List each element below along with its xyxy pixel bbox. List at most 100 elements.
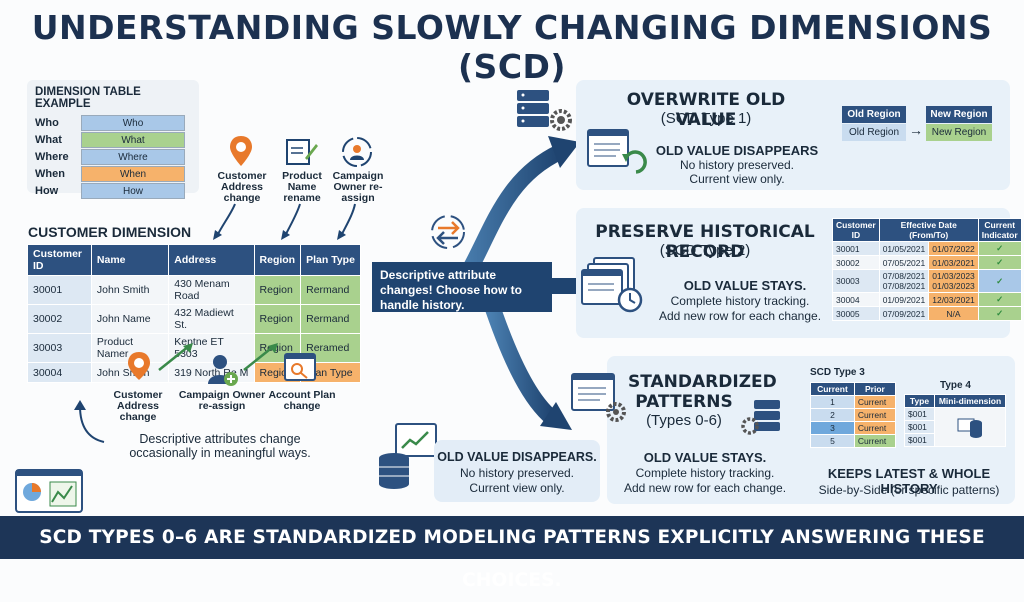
table-header-row: Customer ID Name Address Region Plan Typ…	[27, 244, 361, 276]
column-header: Mini-dimension	[934, 394, 1006, 408]
table-cell: 01/05/2021	[878, 241, 930, 256]
table-cell: 30001	[27, 275, 92, 305]
type1-subtitle: (SCD Type 1)	[660, 110, 752, 127]
dim-row-value: When	[81, 165, 185, 182]
arrow-right-icon: →	[909, 122, 923, 138]
database-chart-icon	[379, 423, 437, 489]
user-reassign-icon	[342, 137, 372, 167]
account-plan-change-label: Account Plan change	[268, 389, 336, 412]
table-cell: Current	[853, 408, 897, 422]
database-icon	[957, 418, 982, 438]
dim-row-label: When	[35, 167, 65, 180]
customer-address-change-label: Customer Address change	[217, 170, 267, 204]
column-header: Current	[810, 382, 855, 396]
table-cell: 432 Madiewt St.	[168, 304, 255, 334]
small-summary-box	[434, 440, 600, 502]
server-gear-icon	[741, 400, 780, 435]
new-region-value: New Region	[926, 124, 992, 141]
small-box-line2: Current view only.	[469, 481, 565, 495]
type2-line1: Complete history tracking.	[670, 294, 810, 308]
table-cell: Current	[853, 395, 897, 409]
footer-banner: SCD TYPES 0–6 ARE STANDARDIZED MODELING …	[0, 516, 1024, 591]
table-cell: Kentne ET 5303	[168, 333, 255, 363]
dimension-example-heading: DIMENSION TABLE EXAMPLE	[35, 86, 141, 110]
table-cell: 3	[810, 421, 855, 435]
table-cell: $001	[904, 407, 935, 421]
location-pin-icon	[128, 352, 150, 380]
mini-dimension-cell	[934, 407, 1006, 447]
table-cell: 07/05/2021	[878, 255, 930, 270]
check-icon: ✓	[977, 306, 1022, 321]
table-cell: 30003	[27, 333, 92, 363]
table-cell: 01/07/2022	[928, 241, 979, 256]
dim-row-label: What	[35, 133, 62, 146]
table-cell: 5	[810, 434, 855, 448]
scd3-title: SCD Type 3	[810, 367, 865, 378]
old-region-header: Old Region	[842, 106, 906, 123]
swap-icon	[431, 215, 465, 249]
table-cell: 30004	[27, 362, 92, 383]
table-row: 30003 07/08/2021 07/08/2021 01/03/2023 0…	[832, 269, 1022, 293]
column-header: Current Indicator	[977, 218, 1022, 242]
table-row: 30004 01/09/2021 12/03/2021 ✓	[832, 292, 1022, 307]
column-header: Prior	[853, 382, 897, 396]
type2-title: PRESERVE HISTORICAL RECORD	[595, 222, 815, 262]
table-cell: 01/03/2023 01/03/2023	[928, 269, 979, 293]
dim-row-value: How	[81, 182, 185, 199]
dim-row: What What	[35, 131, 191, 148]
column-header: Region	[253, 244, 302, 276]
patterns-line1: Complete history tracking.	[635, 466, 775, 480]
page-title: UNDERSTANDING SLOWLY CHANGING DIMENSIONS…	[31, 8, 993, 86]
table-cell: Current	[853, 421, 897, 435]
product-name-rename-label: Product Name rename	[282, 170, 322, 204]
side-by-side-label: Side-by-Side (or specific patterns)	[818, 483, 1000, 497]
campaign-owner-reassign-label: Campaign Owner re-assign	[332, 170, 384, 204]
server-gear-icon	[517, 90, 572, 131]
table-row: $001	[904, 433, 1006, 447]
table-row: $001	[904, 407, 1006, 447]
customer-dimension-title: CUSTOMER DIMENSION	[28, 224, 192, 240]
left-note: Descriptive attributes change occasional…	[129, 432, 311, 460]
column-header: Plan Type	[300, 244, 361, 276]
up-arrow-icon	[158, 343, 193, 371]
type4-title: Type 4	[940, 380, 971, 391]
table-cell: Region	[253, 304, 302, 334]
column-header: Type	[904, 394, 935, 408]
document-refresh-icon	[587, 129, 647, 174]
table-row: $001	[904, 420, 1006, 434]
table-cell: 07/08/2021 07/08/2021	[878, 269, 930, 293]
patterns-subtitle: (Types 0-6)	[646, 412, 722, 429]
table-cell: 07/09/2021	[878, 306, 930, 321]
edit-document-icon	[286, 139, 318, 165]
old-region-value: Old Region	[842, 124, 906, 141]
type2-bold: OLD VALUE STAYS.	[683, 278, 807, 293]
table-row: 30001 John Smith 430 Menam Road Region R…	[27, 275, 361, 305]
check-icon: ✓	[977, 269, 1022, 293]
table-header-row: Type Mini-dimension	[904, 394, 1006, 408]
check-icon: ✓	[977, 292, 1022, 307]
campaign-owner-reassign-label: Campaign Owner re-assign	[178, 389, 266, 412]
table-header-row: Customer ID Effective Date (From/To) Cur…	[832, 218, 1022, 242]
type1-bold: OLD VALUE DISAPPEARS	[655, 143, 819, 158]
table-cell: 30002	[27, 304, 92, 334]
patterns-title-line1: STANDARDIZED	[628, 372, 777, 392]
curved-arrow-icon	[74, 400, 105, 443]
table-cell: N/A	[928, 306, 979, 321]
account-search-icon	[284, 353, 316, 381]
table-cell: John Smith	[90, 275, 170, 305]
type2-line2: Add new row for each change.	[658, 309, 822, 323]
table-cell: 01/09/2021	[878, 292, 930, 307]
dim-row: When When	[35, 165, 191, 182]
table-cell: 30001	[832, 241, 880, 256]
dim-row-label: Who	[35, 116, 59, 129]
patterns-bold: OLD VALUE STAYS.	[643, 450, 767, 465]
dim-row-value: What	[81, 131, 185, 148]
dim-row-value: Where	[81, 148, 185, 165]
table-header-row: Current Prior	[810, 382, 897, 396]
table-cell: $001	[904, 420, 935, 434]
